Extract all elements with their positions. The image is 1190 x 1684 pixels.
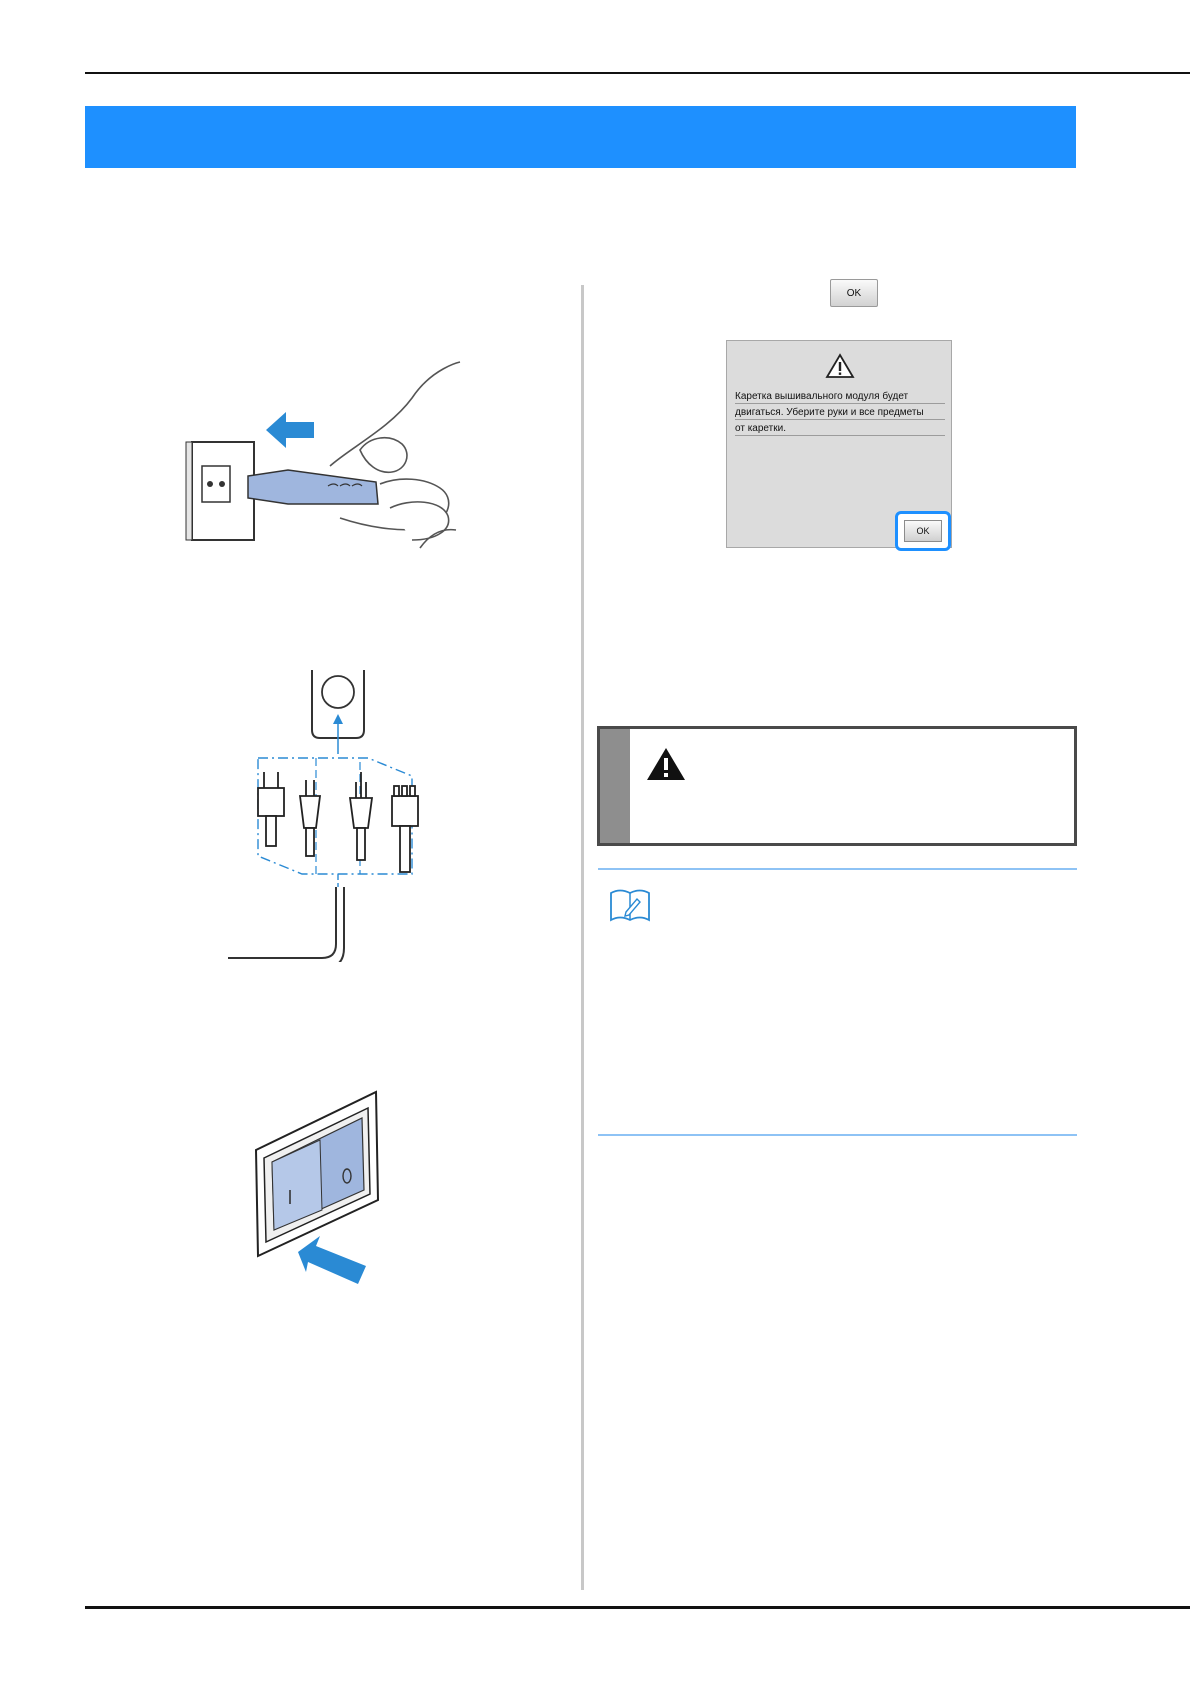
dialog-message-line: Каретка вышивального модуля будет xyxy=(735,390,945,404)
memo-pencil-icon xyxy=(610,889,650,922)
column-divider xyxy=(581,285,584,1590)
memo-top-rule xyxy=(598,868,1077,870)
bottom-rule xyxy=(85,1606,1190,1609)
caution-box xyxy=(597,726,1077,846)
top-rule xyxy=(85,72,1190,74)
memo-bottom-rule xyxy=(598,1134,1077,1136)
caution-side-bar xyxy=(600,729,630,843)
dialog-message-line: двигаться. Уберите руки и все предметы xyxy=(735,406,945,420)
warning-triangle-icon xyxy=(825,353,855,378)
arrow-icon xyxy=(298,1236,366,1284)
warning-triangle-icon xyxy=(647,748,685,780)
plug-types-illustration xyxy=(228,670,419,962)
power-switch-illustration xyxy=(254,1090,380,1284)
arrow-icon xyxy=(266,412,314,448)
section-banner xyxy=(85,106,1076,168)
ok-button[interactable]: OK xyxy=(830,279,878,307)
dialog-message-line: от каретки. xyxy=(735,422,945,436)
dialog-ok-highlight: OK xyxy=(895,511,951,551)
dialog-screen: Каретка вышивального модуля будет двигат… xyxy=(726,340,952,551)
dialog-ok-button[interactable]: OK xyxy=(904,520,942,542)
unplug-cord-illustration xyxy=(185,361,461,549)
